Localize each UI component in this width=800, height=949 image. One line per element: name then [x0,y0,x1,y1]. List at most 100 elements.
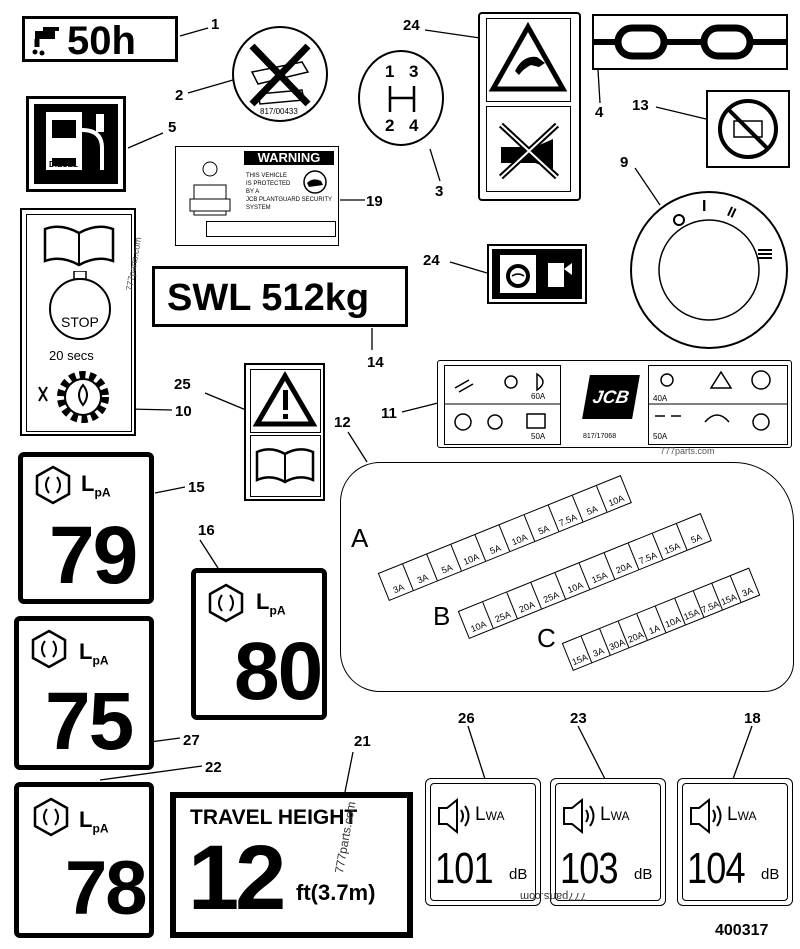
chain-decal [592,14,788,70]
lwa-value-101: 101 [435,844,494,893]
chain-icon [594,24,786,60]
fuse-row-a-letter: A [351,523,369,553]
fuse-legend-code: 817/17068 [583,433,617,440]
noise-lpa-75-decal: LpA 75 [14,616,154,770]
jcb-logo: JCB [582,375,640,419]
lpa-value-75: 75 [45,676,134,767]
prohibited-object-icon [232,26,328,122]
hand-hazard-top-panel [486,18,571,102]
speaker-noise-icon [690,798,722,834]
security-guard-icon [189,161,231,216]
callout-27: 27 [183,732,200,749]
diesel-decal: DIESEL [26,96,126,192]
noise-lpa-79-decal: LpA 79 [18,452,154,604]
callout-26: 26 [458,710,475,727]
gear-3: 3 [409,62,419,81]
hand-hazard-decal [478,12,581,201]
fuse-legend-left-icons [445,372,560,431]
lpa-value-79: 79 [49,510,138,601]
fuse-legend-decal: 60A 50A JCB 817/17068 40A 50A [437,360,792,448]
callout-1: 1 [211,16,220,33]
lpa-sub-79: pA [94,485,111,500]
callout-18: 18 [744,710,761,727]
speaker-noise-icon [563,798,595,834]
lpa-value-80: 80 [234,626,323,717]
manual-panel [250,435,321,497]
lwa-value-104: 104 [687,844,746,893]
noise-lpa-78-decal: LpA 78 [14,782,154,938]
hearing-protection-icon [35,465,71,505]
stop-timer-icon [49,271,111,340]
service-hours-text: 50h [67,19,136,63]
callout-15: 15 [188,479,205,496]
lwa-sub-103: WA [610,809,630,823]
lwa-sub-104: WA [737,809,757,823]
gear-4: 4 [409,116,419,135]
hand-hazard-bottom-panel [486,106,571,192]
prohibition-decal: 817/00433 [230,24,330,124]
lpa-l-75: L [79,639,93,664]
drawing-number: 400317 [715,922,769,939]
fuse-40a: 40A [653,394,668,403]
callout-4: 4 [595,104,604,121]
fuse-legend-left: 60A 50A [444,365,561,445]
swl-text: SWL 512kg [167,277,370,319]
lwa-db-104: dB [761,866,780,883]
caution-panel [250,369,321,433]
lpa-sub-78: pA [92,821,109,836]
noise-lwa-104-decal: LWA 104 dB [677,778,793,906]
callout-2: 2 [175,87,184,104]
fusebox-decal: A 3A 3A 5A 10A 5A 10A 5A 7.5A 5A 10A B 1… [340,462,794,692]
hearing-protection-icon [33,797,69,837]
engine-oil-icon [38,371,109,423]
fuel-pump-icon [46,112,104,170]
callout-5: 5 [168,119,177,136]
stop-engine-panel: STOP 20 secs [26,214,132,432]
callout-9: 9 [620,154,629,171]
caution-manual-decal [244,363,325,501]
fuse-legend-right-icons [649,370,787,431]
ignition-dial-icon [630,191,788,349]
callout-10: 10 [175,403,192,420]
guard-dog-icon [303,170,327,194]
lwa-l-101: L [475,804,486,825]
stop-secs-text: 20 secs [49,348,94,363]
lwa-101-panel: LWA 101 dB [430,783,536,901]
fuse-50a-left: 50A [531,432,546,441]
lwa-db-103: dB [634,866,653,883]
watermark-2: 777parts.com [660,446,715,456]
callout-24-mid: 24 [423,252,440,269]
engine-fuel-decal [487,244,587,304]
hearing-protection-icon [208,583,244,623]
caution-triangle-icon [252,371,318,427]
gear-pattern-decal: 1 3 2 4 [356,48,446,148]
no-hands-icon [498,122,560,180]
battery-prohibition-decal [706,90,790,168]
decal-2-code: 817/00433 [260,107,298,116]
gear-shift-icon [358,50,444,146]
lpa-l-80: L [256,589,270,614]
warning-blank-field [206,221,336,237]
callout-14: 14 [367,354,384,371]
lwa-value-103: 103 [560,844,619,893]
lpa-l-78: L [79,807,93,832]
travel-height-unit: ft(3.7m) [296,880,376,905]
noise-lwa-101-decal: LWA 101 dB [425,778,541,906]
warning-line-3: BY A [246,189,260,195]
stop-text: STOP [61,314,99,330]
lpa-sub-75: pA [92,653,109,668]
lwa-103-panel: LWA 103 dB [555,783,661,901]
callout-3: 3 [435,183,444,200]
noise-lpa-80-decal: LpA 80 [191,568,327,720]
engine-coolant-fuel-icon [500,255,572,293]
travel-height-title: TRAVEL HEIGHT [190,806,358,829]
warning-hand-crush-icon [488,21,568,92]
travel-height-decal: TRAVEL HEIGHT 12 ft(3.7m) [170,792,413,938]
hearing-protection-icon [31,629,67,669]
gear-2: 2 [385,116,395,135]
lwa-l-103: L [600,804,611,825]
callout-16: 16 [198,522,215,539]
service-interval-decal: 50h [22,16,178,63]
ignition-switch-decal: I II [628,190,790,350]
